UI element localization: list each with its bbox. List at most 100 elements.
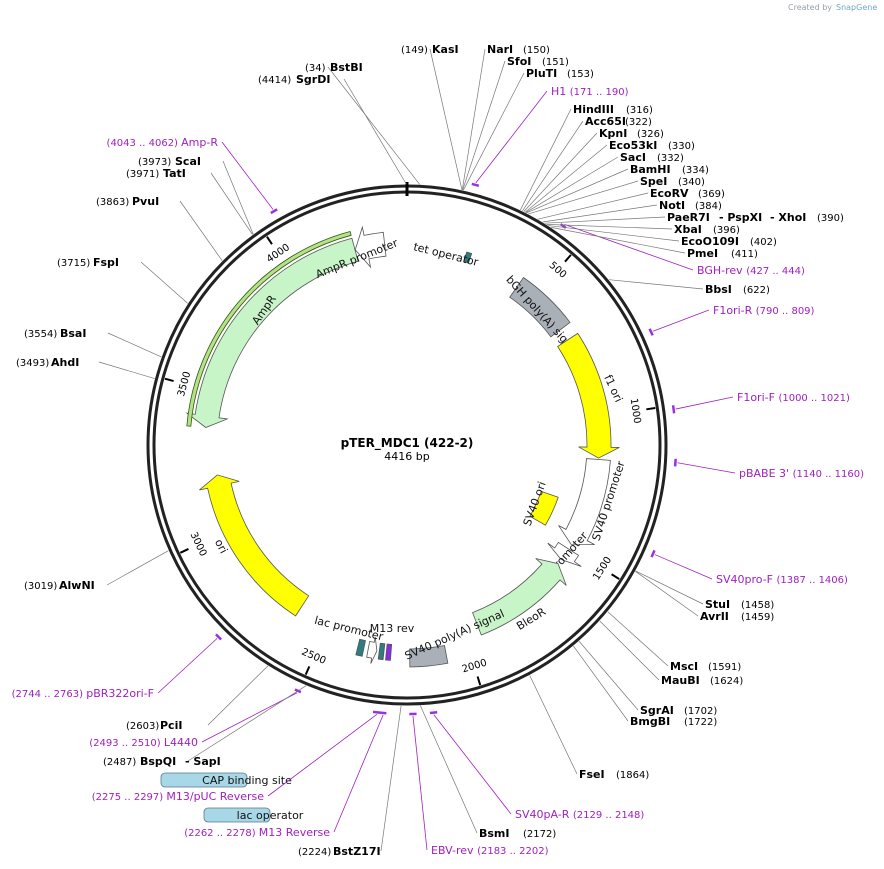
feature-em7-promoter — [547, 541, 582, 567]
site-label-sgrai: SgrAI — [640, 704, 674, 717]
site-leader-acc65i — [522, 120, 584, 212]
primer-mark-h1 — [471, 182, 480, 187]
feature-cap-binding-site — [355, 638, 366, 657]
feature-label-m13-rev: M13 rev — [370, 622, 415, 635]
site-leader-avrii — [635, 571, 699, 617]
site-label-kasi: KasI — [432, 43, 459, 56]
primer-name: F1ori-F — [737, 391, 778, 404]
site-pos-kasi: (149) — [401, 45, 428, 56]
primer-leader-h1 — [475, 90, 548, 184]
sites-layer: BstBI(34)SgrDI(4414)KasI(149)NarI(150)Sf… — [16, 43, 844, 858]
site-pos-bamhi: (334) — [682, 165, 709, 176]
primer-name: BGH-rev — [697, 264, 746, 277]
site-pos-pcii: (2603) — [126, 721, 159, 732]
site-label-bbsi: BbsI — [705, 283, 732, 296]
feature-m13-rev — [385, 643, 393, 661]
primer-label-pbr322ori-f: (2744 .. 2763) pBR322ori-F — [12, 687, 154, 700]
primer-leader-m13-puc-reverse — [267, 714, 378, 797]
tick-2500 — [304, 666, 311, 676]
feature-bleor — [472, 558, 567, 636]
primer-label-pbabe-3: pBABE 3' (1140 .. 1160) — [739, 467, 864, 480]
site-leader-bspqi — [187, 685, 307, 762]
site-pos-nari: (150) — [523, 45, 550, 56]
site-leader-scai — [222, 160, 254, 235]
box-lac-operator — [203, 807, 271, 823]
primer-mark-amp-r — [270, 208, 278, 215]
tick-label-1000: 1000 — [628, 398, 643, 425]
primer-range: (2744 .. 2763) — [12, 689, 87, 700]
site-label-pspxi: - PspXI — [719, 211, 762, 224]
site-label-bsmi: BsmI — [479, 827, 510, 840]
site-pos-ecorv: (369) — [698, 189, 725, 200]
site-leader-nari — [461, 48, 486, 190]
tick-3000 — [179, 548, 189, 554]
site-pos-bsai: (3554) — [24, 329, 57, 340]
tick-label-3500: 3500 — [176, 370, 193, 397]
site-pos-acc65i: (322) — [625, 117, 652, 128]
primer-leader-bgh-rev — [564, 224, 694, 271]
site-leader-stui — [635, 570, 704, 605]
feature-label-sv40-poly-a-signal: SV40 poly(A) signal — [403, 607, 506, 663]
site-label-saci: SacI — [620, 151, 646, 164]
primer-label-ebv-rev: EBV-rev (2183 .. 2202) — [431, 844, 549, 857]
primer-label-sv40pa-r: SV40pA-R (2129 .. 2148) — [515, 808, 644, 821]
site-leader-bamhi — [526, 168, 629, 214]
primer-range: (2129 .. 2148) — [573, 810, 645, 821]
site-leader-tati — [210, 172, 253, 235]
site-label-tati: TatI — [163, 167, 186, 180]
site-pos-pluti: (153) — [567, 69, 594, 80]
site-pos-hindiii: (316) — [626, 105, 653, 116]
tick-1500 — [611, 573, 620, 580]
box-cap-binding-site — [160, 772, 248, 788]
site-label-ecorv: EcoRV — [650, 187, 689, 200]
feature-sv40-poly-a-signal — [409, 645, 449, 668]
primer-label-m13-puc-reverse: (2275 .. 2297) M13/pUC Reverse — [92, 790, 264, 803]
feature-ori — [199, 474, 310, 617]
feature-label-lac-promoter: lac promoter — [313, 614, 385, 644]
primer-label-sv40pro-f: SV40pro-F (1387 .. 1406) — [716, 573, 848, 586]
feature-sv40-promoter — [558, 458, 611, 545]
primer-mark-pbr322ori-f — [215, 633, 223, 641]
site-pos-bbsi: (622) — [743, 285, 770, 296]
primers-layer: H1 (171 .. 190)(4043 .. 4062) Amp-RBGH-r… — [12, 85, 864, 857]
primer-leader-amp-r — [221, 141, 274, 210]
site-label-sgrdi: SgrDI — [296, 73, 330, 86]
site-leader-saci — [525, 156, 619, 213]
site-leader-bstbi — [327, 66, 420, 185]
primer-mark-f1ori-r — [648, 328, 654, 336]
primer-range: (2183 .. 2202) — [477, 846, 549, 857]
primer-mark-sv40pro-f — [650, 549, 656, 558]
feature-lac-promoter — [366, 636, 378, 664]
tick-1000 — [646, 407, 656, 411]
site-leader-sgrdi — [343, 78, 407, 185]
site-leader-sfoi — [462, 60, 506, 191]
site-leader-bsai — [107, 332, 162, 358]
backbone — [146, 182, 668, 706]
tick-label-2500: 2500 — [300, 647, 328, 667]
site-label-stui: StuI — [705, 598, 730, 611]
site-leader-pluti — [463, 72, 525, 191]
credit-text: Created by — [788, 3, 832, 12]
site-leader-eco53ki — [524, 144, 608, 213]
site-pos-eco53ki: (330) — [668, 141, 695, 152]
site-leader-fsei — [529, 675, 578, 775]
site-pos-bstz17i: (2224) — [298, 847, 331, 858]
site-leader-ahdi — [98, 361, 155, 379]
primer-range: (4043 .. 4062) — [107, 138, 182, 149]
site-label-hindiii: HindIII — [573, 103, 614, 116]
feature-f1-ori — [557, 332, 620, 459]
site-leader-sgrai — [578, 641, 639, 711]
site-pos-spei: (340) — [678, 177, 705, 188]
site-pos-bstbi: (34) — [305, 63, 326, 74]
primer-name: F1ori-R — [713, 304, 756, 317]
site-leader-pvui — [179, 200, 223, 261]
site-label-noti: NotI — [659, 199, 685, 212]
primer-range: (1387 .. 1406) — [777, 575, 849, 586]
site-leader-ecoo109i — [548, 225, 680, 242]
site-pos-pvui: (3863) — [96, 197, 129, 208]
feature-ampr — [185, 237, 359, 428]
primer-leader-f1ori-r — [652, 309, 710, 332]
primer-range: (2275 .. 2297) — [92, 792, 167, 803]
